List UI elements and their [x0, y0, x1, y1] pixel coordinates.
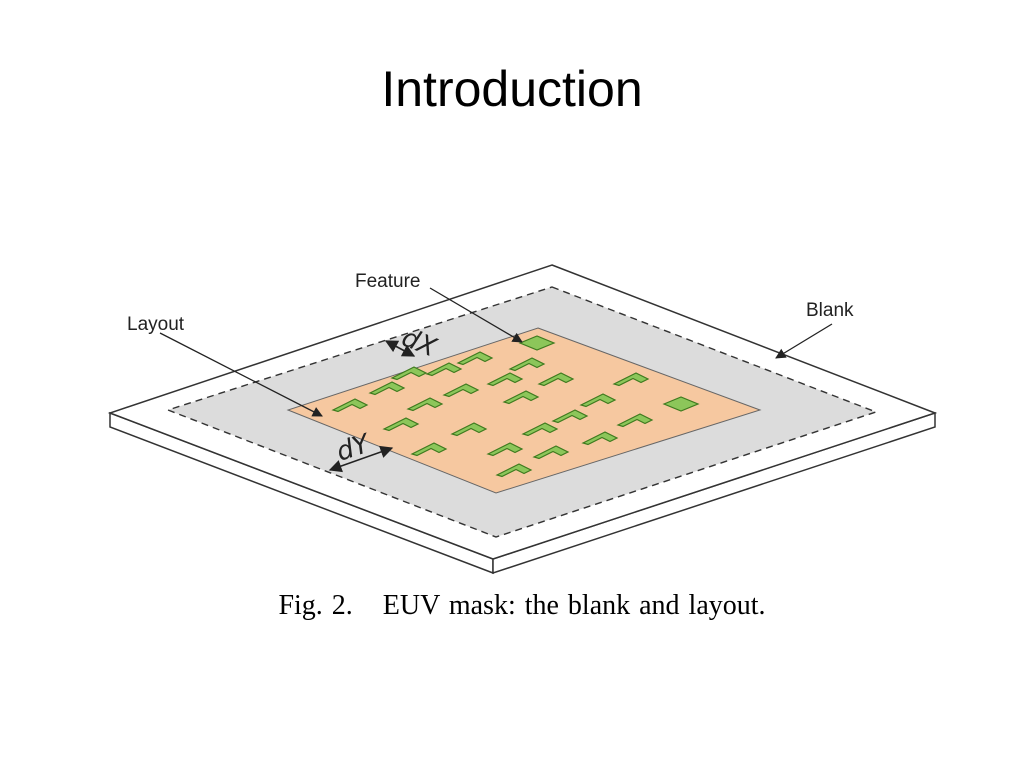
feature-square: [518, 335, 556, 351]
figure-caption: Fig. 2. EUV mask: the blank and layout.: [0, 590, 1024, 622]
feature-square: [662, 396, 700, 412]
feature-label: Feature: [355, 271, 420, 292]
dx-dimension-arrow: [384, 340, 416, 357]
blank-leader-line: [775, 323, 833, 359]
feature-shapes: [332, 335, 700, 478]
dy-dimension-arrow: [328, 445, 394, 473]
figure-number: Fig. 2.: [278, 590, 353, 621]
layout-area: [286, 327, 762, 494]
slide-title: Introduction: [381, 61, 643, 117]
layout-label: Layout: [127, 314, 185, 335]
feature-leader-line: [429, 287, 523, 343]
blank-label: Blank: [806, 300, 854, 321]
figure-caption-text: EUV mask: the blank and layout.: [382, 590, 766, 621]
layout-leader-line: [159, 332, 323, 417]
